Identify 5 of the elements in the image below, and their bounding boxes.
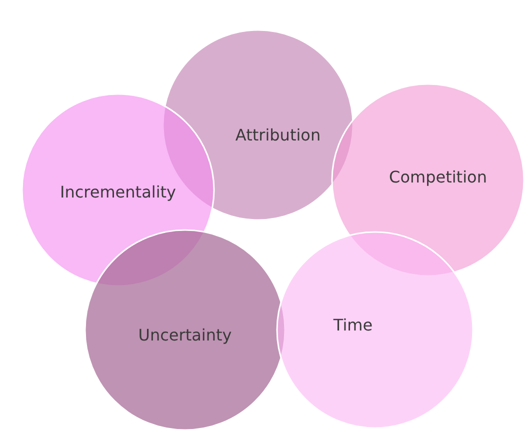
circle-label: Time: [333, 316, 373, 334]
circle-label: Attribution: [235, 126, 321, 144]
circle-label: Incrementality: [60, 182, 176, 202]
circle-label: Uncertainty: [138, 326, 232, 344]
circle-label: Competition: [389, 168, 487, 186]
